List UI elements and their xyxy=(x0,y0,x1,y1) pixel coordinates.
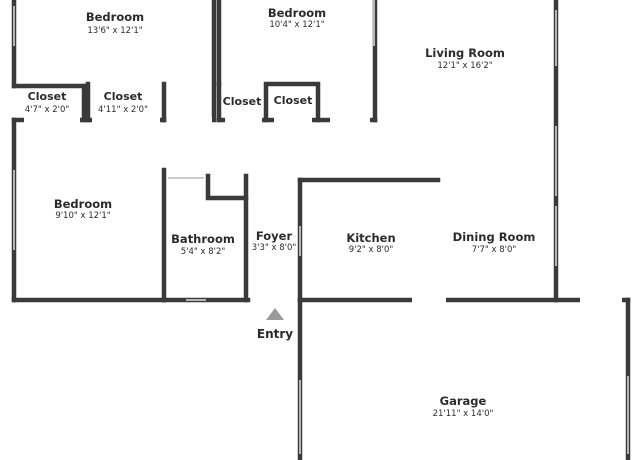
room-name-closet-2: Closet xyxy=(103,90,143,103)
room-dims-closet-2: 4'11" x 2'0" xyxy=(98,105,148,115)
room-dims-closet-1: 4'7" x 2'0" xyxy=(24,105,70,115)
room-name-kitchen: Kitchen xyxy=(346,231,396,245)
room-dims-foyer: 3'3" x 8'0" xyxy=(251,243,297,253)
wall xyxy=(267,81,321,123)
room-dims-bedroom-top-mid: 10'4" x 12'1" xyxy=(269,20,325,30)
room-name-foyer: Foyer xyxy=(255,229,293,243)
room-name-bathroom: Bathroom xyxy=(171,232,235,246)
room-name-closet-1: Closet xyxy=(27,90,67,103)
room-name-bedroom-left: Bedroom xyxy=(53,197,113,211)
entry-arrow xyxy=(266,308,284,320)
room-name-bedroom-top-left: Bedroom xyxy=(85,10,145,24)
room-name-dining-room: Dining Room xyxy=(452,230,536,244)
room-dims-garage: 21'11" x 14'0" xyxy=(432,409,494,419)
room-name-living-room: Living Room xyxy=(425,46,505,60)
room-name-closet-4: Closet xyxy=(273,94,313,107)
room-dims-bedroom-left: 9'10" x 12'1" xyxy=(55,211,111,221)
room-dims-kitchen: 9'2" x 8'0" xyxy=(348,245,394,255)
room-dims-bedroom-top-left: 13'6" x 12'1" xyxy=(87,26,143,36)
room-name-bedroom-top-mid: Bedroom xyxy=(267,6,327,20)
room-name-garage: Garage xyxy=(439,394,487,408)
wall xyxy=(205,173,249,201)
room-dims-dining-room: 7'7" x 8'0" xyxy=(471,245,517,255)
room-name-closet-3: Closet xyxy=(222,95,262,108)
room-dims-bathroom: 5'4" x 8'2" xyxy=(180,247,226,257)
entry-label: Entry xyxy=(256,327,294,341)
room-dims-living-room: 12'1" x 16'2" xyxy=(437,61,493,71)
